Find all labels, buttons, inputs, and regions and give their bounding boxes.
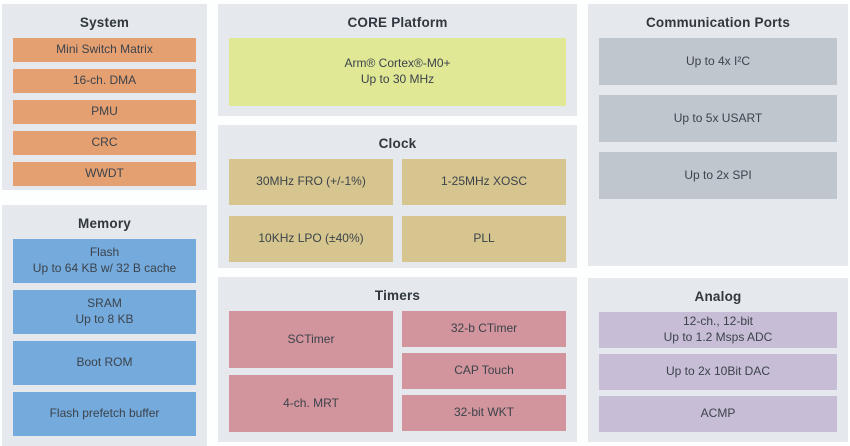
block-sublabel: Up to 8 KB: [75, 312, 134, 326]
panel-clock: Clock 30MHz FRO (+/-1%) 1-25MHz XOSC 10K…: [218, 125, 577, 268]
block-sublabel: Up to 30 MHz: [360, 72, 435, 86]
panel-communication-ports: Communication Ports Up to 4x I²C Up to 5…: [588, 4, 848, 266]
column-left: System Mini Switch Matrix 16-ch. DMA PMU…: [2, 4, 207, 446]
clock-blocks: 30MHz FRO (+/-1%) 1-25MHz XOSC 10KHz LPO…: [229, 159, 566, 262]
timers-right-column: 32-b CTimer CAP Touch 32-bit WKT: [402, 311, 566, 432]
communication-blocks: Up to 4x I²C Up to 5x USART Up to 2x SPI: [599, 38, 837, 199]
block-sram: SRAM Up to 8 KB: [13, 290, 196, 334]
block-label: 10KHz LPO (±40%): [258, 231, 364, 246]
block-label: 1-25MHz XOSC: [440, 174, 528, 189]
block-label: SRAM: [87, 296, 122, 311]
block-label: WWDT: [85, 166, 124, 181]
block-sctimer: SCTimer: [229, 311, 393, 368]
block-label: Up to 2x SPI: [684, 167, 752, 182]
timers-blocks: SCTimer 4-ch. MRT 32-b CTimer CAP Touch …: [229, 311, 566, 432]
block-label: Arm® Cortex®-M0+: [344, 56, 451, 71]
block-label: 16-ch. DMA: [72, 73, 137, 88]
block-usart: Up to 5x USART: [599, 95, 837, 142]
block-label: 32-bit WKT: [453, 405, 514, 420]
system-blocks: Mini Switch Matrix 16-ch. DMA PMU CRC WW…: [13, 38, 196, 186]
block-pll: PLL: [402, 216, 566, 262]
block-label: Up to 2x 10Bit DAC: [665, 364, 771, 379]
block-label: 32-b CTimer: [450, 321, 518, 336]
panel-timers: Timers SCTimer 4-ch. MRT 32-b CTimer CAP: [218, 277, 577, 442]
block-label: ACMP: [700, 406, 736, 421]
block-lpo: 10KHz LPO (±40%): [229, 216, 393, 262]
block-label: CAP Touch: [454, 363, 514, 378]
block-acmp: ACMP: [599, 396, 837, 432]
block-adc: 12-ch., 12-bit Up to 1.2 Msps ADC: [599, 312, 837, 348]
block-label: Mini Switch Matrix: [56, 42, 153, 57]
panel-title-core-platform: CORE Platform: [347, 15, 448, 30]
block-cortex-m0plus: Arm® Cortex®-M0+ Up to 30 MHz: [229, 38, 566, 106]
block-label: SCTimer: [287, 331, 335, 346]
block-wwdt: WWDT: [13, 162, 196, 186]
memory-blocks: Flash Up to 64 KB w/ 32 B cache SRAM Up …: [13, 239, 196, 436]
block-mini-switch-matrix: Mini Switch Matrix: [13, 38, 196, 62]
block-label: Boot ROM: [76, 355, 133, 370]
panel-title-clock: Clock: [378, 136, 417, 151]
block-label: 12-ch., 12-bit: [682, 314, 754, 329]
block-i2c: Up to 4x I²C: [599, 38, 837, 85]
block-label: Flash: [89, 245, 120, 260]
block-ctimer: 32-b CTimer: [402, 311, 566, 347]
core-blocks: Arm® Cortex®-M0+ Up to 30 MHz: [229, 38, 566, 106]
block-sublabel: Up to 1.2 Msps ADC: [663, 330, 773, 344]
block-label: CRC: [91, 135, 118, 150]
block-mrt: 4-ch. MRT: [229, 375, 393, 432]
block-label: Up to 5x USART: [673, 110, 763, 125]
analog-blocks: 12-ch., 12-bit Up to 1.2 Msps ADC Up to …: [599, 312, 837, 432]
block-flash: Flash Up to 64 KB w/ 32 B cache: [13, 239, 196, 283]
panel-title-system: System: [79, 15, 130, 30]
panel-core-platform: CORE Platform Arm® Cortex®-M0+ Up to 30 …: [218, 4, 577, 116]
timers-left-column: SCTimer 4-ch. MRT: [229, 311, 393, 432]
block-dma: 16-ch. DMA: [13, 69, 196, 93]
panel-title-communication-ports: Communication Ports: [645, 15, 791, 30]
block-cap-touch: CAP Touch: [402, 353, 566, 389]
panel-title-timers: Timers: [374, 288, 421, 303]
block-label: Up to 4x I²C: [685, 53, 751, 68]
block-xosc: 1-25MHz XOSC: [402, 159, 566, 205]
block-flash-prefetch-buffer: Flash prefetch buffer: [13, 392, 196, 436]
panel-title-analog: Analog: [694, 289, 742, 304]
panel-analog: Analog 12-ch., 12-bit Up to 1.2 Msps ADC…: [588, 278, 848, 442]
block-dac: Up to 2x 10Bit DAC: [599, 354, 837, 390]
column-right: Communication Ports Up to 4x I²C Up to 5…: [588, 4, 848, 442]
block-label: 4-ch. MRT: [283, 395, 339, 410]
block-spi: Up to 2x SPI: [599, 152, 837, 199]
panel-title-memory: Memory: [78, 216, 131, 231]
block-wkt: 32-bit WKT: [402, 395, 566, 431]
column-middle: CORE Platform Arm® Cortex®-M0+ Up to 30 …: [218, 4, 577, 442]
block-crc: CRC: [13, 131, 196, 155]
panel-memory: Memory Flash Up to 64 KB w/ 32 B cache S…: [2, 205, 207, 446]
panel-system: System Mini Switch Matrix 16-ch. DMA PMU…: [2, 4, 207, 190]
block-pmu: PMU: [13, 100, 196, 124]
block-fro: 30MHz FRO (+/-1%): [229, 159, 393, 205]
block-label: 30MHz FRO (+/-1%): [256, 174, 366, 189]
block-label: Flash prefetch buffer: [49, 406, 160, 421]
block-sublabel: Up to 64 KB w/ 32 B cache: [32, 261, 177, 275]
block-boot-rom: Boot ROM: [13, 341, 196, 385]
block-label: PLL: [473, 231, 495, 246]
block-label: PMU: [91, 104, 118, 119]
